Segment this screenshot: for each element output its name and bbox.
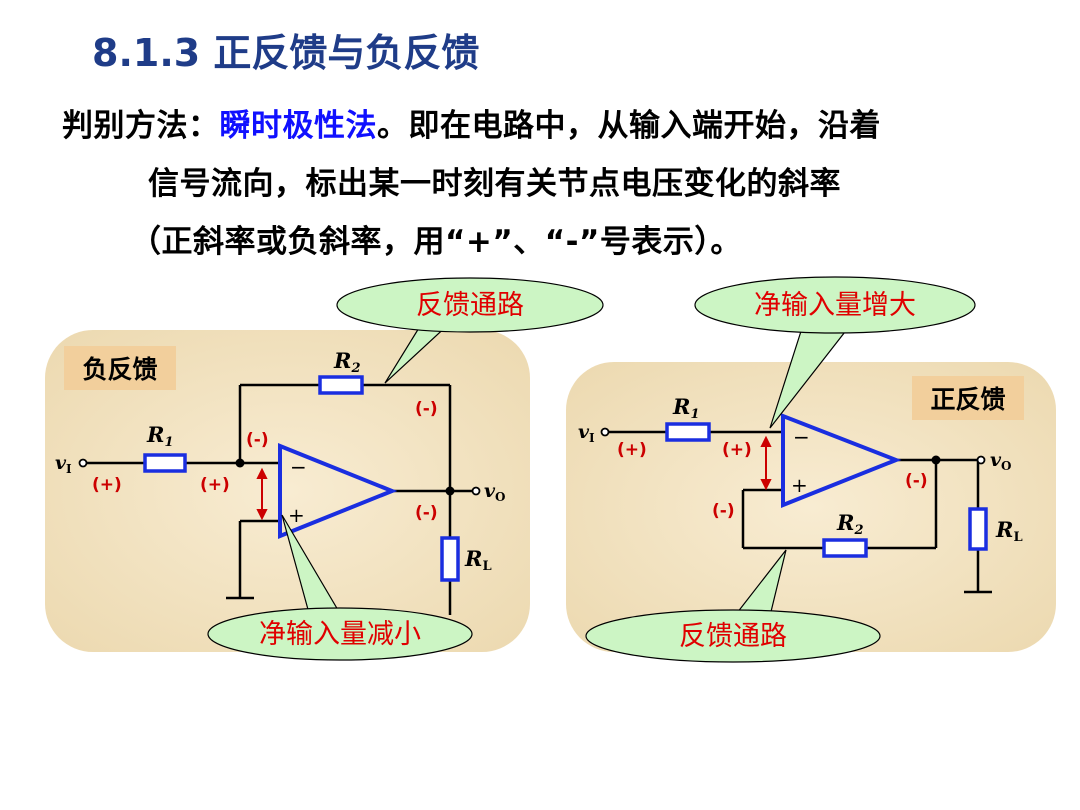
right-rl-label: RL [995,517,1023,545]
left-feedback-callout [336,277,604,333]
left-vi-label: vI [55,452,72,476]
left-pol-vi: (+) [92,475,122,495]
right-pol-out: (-) [905,471,928,491]
left-wires [86,383,472,615]
method-line-1: 判别方法：瞬时极性法。即在电路中，从输入端开始，沿着 [62,100,881,145]
left-junction-in [235,458,245,468]
left-feedback-callout-text: 反馈通路 [416,290,524,321]
left-opamp-minus: − [290,455,307,479]
right-pol-noninv: (-) [712,501,735,521]
left-r1-label: R1 [146,422,174,450]
right-panel: 正反馈 − + R1 R2 RL vI vO (+) ( [566,276,1056,663]
right-label-box [912,376,1024,420]
right-feedback-callout-text: 反馈通路 [679,621,787,652]
left-panel: 负反馈 − + R1 R2 RL vI v [45,277,604,661]
right-label: 正反馈 [930,385,1005,414]
left-pol-out: (-) [415,503,438,523]
method-line-3: （正斜率或负斜率，用“+”、“-”号表示）。 [130,224,742,260]
right-opamp-minus: − [793,425,810,449]
left-pol-inv-top: (-) [246,430,269,450]
right-r1-resistor [665,422,711,442]
left-opamp-icon [278,443,398,539]
right-opamp-icon [781,413,902,508]
method-line-2: 信号流向，标出某一时刻有关节点电压变化的斜率 [148,166,841,202]
right-junction-out [931,455,941,465]
left-panel-bg [45,330,530,652]
method-line-1-rest: 。即在电路中，从输入端开始，沿着 [377,108,881,144]
right-feedback-callout [585,609,881,663]
left-result-callout-text: 净输入量减小 [259,619,421,650]
left-r1-resistor [143,453,187,473]
left-r2-label: R2 [333,348,361,376]
right-diff-arrow-icon [760,435,772,491]
left-opamp-plus: + [288,503,305,527]
right-vo-terminal [976,455,986,465]
right-rl-resistor [968,507,988,551]
left-label-box [64,346,176,390]
method-name: 瞬时极性法 [219,108,377,144]
left-vo-label: vO [484,480,506,504]
right-pol-inv: (+) [722,440,752,460]
page-title: 8.1.3 正反馈与负反馈 [92,31,480,75]
right-r2-label: R2 [836,510,864,538]
right-opamp-plus: + [791,473,808,497]
left-pol-inv: (+) [200,475,230,495]
right-r2-resistor [822,538,868,558]
right-pol-vi: (+) [617,440,647,460]
right-wires [608,430,992,594]
left-diff-arrow-icon [256,467,268,521]
left-result-callout [207,607,473,661]
right-result-callout-text: 净输入量增大 [754,290,916,321]
left-pol-r2: (-) [415,399,438,419]
right-vi-terminal [600,427,610,437]
left-vi-terminal [78,458,88,468]
left-rl-label: RL [464,546,492,574]
left-rl-resistor [440,536,460,582]
right-vi-label: vI [578,421,595,445]
right-r1-label: R1 [672,394,700,422]
right-result-callout [694,276,976,334]
right-vo-label: vO [990,449,1012,473]
left-label: 负反馈 [82,355,157,384]
left-junction-out [445,486,455,496]
left-vo-terminal [471,486,481,496]
left-r2-resistor [318,375,364,395]
method-lead: 判别方法： [62,108,220,144]
